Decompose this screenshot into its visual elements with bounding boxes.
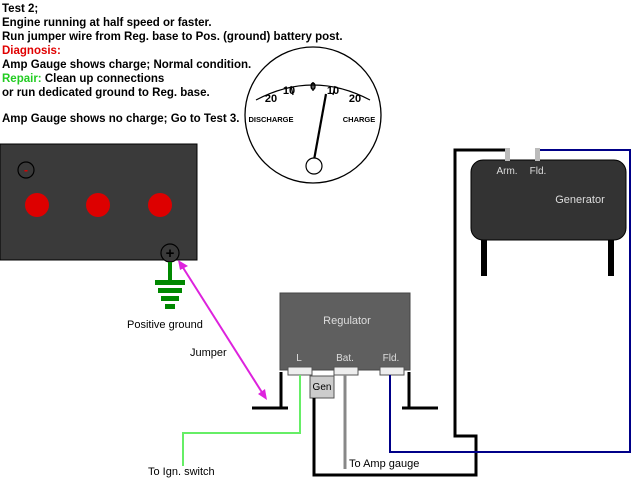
- regulator-terminal-fld-label: Fld.: [383, 353, 400, 364]
- battery-cell-1: [25, 193, 49, 217]
- regulator-base: [252, 372, 438, 410]
- to-amp-gauge-label: To Amp gauge: [349, 458, 419, 470]
- gauge-needle: [312, 93, 328, 161]
- gauge-charge-label: CHARGE: [343, 115, 376, 124]
- armature-wire: [312, 148, 508, 477]
- test-title: Test 2;: [2, 3, 39, 15]
- regulator-terminal-bat: [333, 366, 359, 376]
- field-wire: [389, 149, 631, 453]
- regulator-terminal-l: [287, 366, 313, 376]
- generator-terminal-arm: [505, 148, 510, 161]
- battery-positive-symbol: +: [166, 245, 175, 262]
- jumper-wire: [178, 260, 267, 400]
- generator-leg-right: [608, 232, 614, 276]
- generator-leg-left: [481, 232, 487, 276]
- battery-negative-symbol: -: [24, 163, 28, 177]
- instruction-line-1: Engine running at half speed or faster.: [2, 17, 212, 29]
- nocharge-text: Amp Gauge shows no charge; Go to Test 3.: [2, 113, 240, 125]
- regulator-terminal-gen-label: Gen: [313, 382, 332, 393]
- gauge-tick-right: [332, 85, 336, 96]
- gauge-scale-left-20: 20: [265, 93, 277, 105]
- battery-cell-3: [148, 193, 172, 217]
- ign-wire: [182, 375, 301, 466]
- gauge-discharge-label: DISCHARGE: [248, 115, 293, 124]
- instruction-line-2: Run jumper wire from Reg. base to Pos. (…: [2, 31, 343, 43]
- gauge-scale-zero: 0: [310, 81, 316, 93]
- regulator-body: [279, 292, 411, 371]
- repair-label: Repair:: [2, 73, 42, 85]
- regulator-terminal-fld: [379, 366, 405, 376]
- repair-text: Clean up connections: [41, 73, 165, 85]
- generator-body: [470, 159, 627, 241]
- repair-line: Repair: Clean up connections: [2, 72, 164, 86]
- gauge-scale-right-10: 10: [327, 85, 339, 97]
- gauge-needle-hub: [305, 157, 323, 175]
- ground-icon: [155, 262, 185, 309]
- regulator-terminal-bat-label: Bat.: [336, 353, 354, 364]
- diagnosis-label: Diagnosis:: [2, 45, 61, 57]
- generator-terminal-fld: [535, 148, 540, 161]
- generator-terminal-fld-label: Fld.: [530, 166, 547, 177]
- jumper-label: Jumper: [190, 347, 227, 359]
- battery-cell-2: [86, 193, 110, 217]
- regulator-terminal-l-label: L: [296, 353, 302, 364]
- to-ign-switch-label: To Ign. switch: [148, 466, 215, 478]
- gauge-scale-left-10: 10: [283, 85, 295, 97]
- gauge-tick-left: [290, 85, 294, 96]
- amp-gauge: 20 10 0 10 20 DISCHARGE CHARGE: [244, 46, 382, 184]
- diagnosis-text: Amp Gauge shows charge; Normal condition…: [2, 59, 252, 71]
- gauge-scale-right-20: 20: [349, 93, 361, 105]
- repair-text-2: or run dedicated ground to Reg. base.: [2, 87, 210, 99]
- positive-ground-label: Positive ground: [127, 319, 203, 331]
- regulator-terminal-gen: [309, 375, 335, 399]
- battery-negative-post: [17, 161, 35, 179]
- gauge-face: [244, 46, 382, 184]
- regulator: Regulator L Bat. Fld. Gen: [279, 292, 411, 399]
- generator-title: Generator: [555, 194, 605, 206]
- generator-terminal-arm-label: Arm.: [496, 166, 517, 177]
- regulator-title: Regulator: [323, 315, 371, 327]
- generator: Arm. Fld. Generator: [470, 148, 627, 276]
- battery: - +: [0, 143, 198, 263]
